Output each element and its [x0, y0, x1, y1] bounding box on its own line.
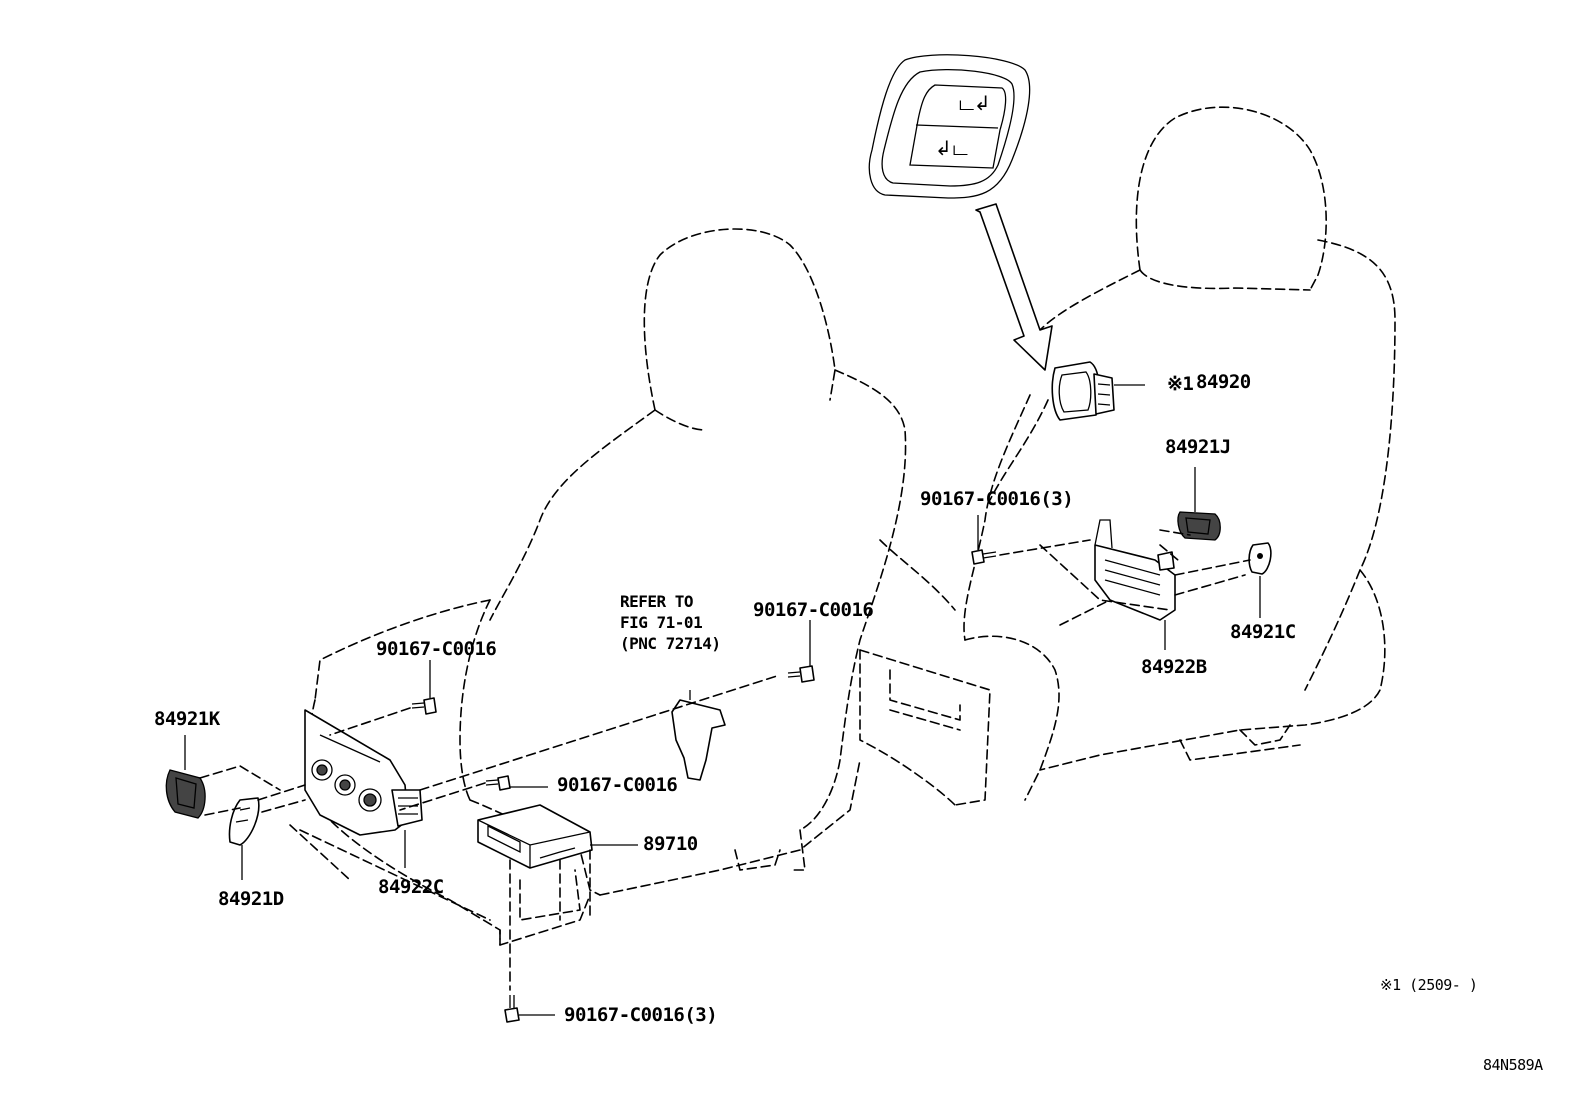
label-84921C: 84921C: [1230, 621, 1296, 643]
label-bolt-mid: 90167-C0016: [557, 774, 678, 796]
leader-lines: [184, 384, 1261, 1016]
label-bolt-left: 90167-C0016: [376, 638, 497, 660]
part-84921C-knob: [1248, 542, 1272, 575]
bolt-mid: [485, 775, 511, 791]
label-84920-mark: ※1: [1167, 373, 1194, 395]
label-bolt-center: 90167-C0016: [753, 599, 874, 621]
label-refer-1: REFER TO: [620, 592, 694, 611]
right-seat-outline: [859, 106, 1396, 806]
label-bolt-upper-right: 90167-C0016(3): [920, 488, 1074, 510]
bolt-center: [787, 665, 815, 683]
label-refer-2: FIG 71-01: [620, 613, 703, 632]
bolt-upper-right: [971, 549, 997, 565]
detail-arrow: [975, 203, 1053, 371]
label-84920: 84920: [1196, 371, 1251, 393]
label-bolt-bottom: 90167-C0016(3): [564, 1004, 718, 1026]
label-84922C: 84922C: [378, 876, 444, 898]
dash-84920: [989, 399, 1049, 501]
svg-text:ட↲: ட↲: [958, 91, 991, 115]
right-assembly-guides: [999, 529, 1251, 626]
part-84921J-knob: [1177, 511, 1221, 541]
left-assembly-guides: [199, 674, 781, 991]
label-84922B: 84922B: [1141, 656, 1207, 678]
refer-bracket: [671, 690, 726, 781]
part-84921D-knob: [228, 797, 260, 846]
diagram-id: 84N589A: [1483, 1056, 1543, 1074]
part-89710-module: [477, 804, 593, 869]
part-84922C-panel: [304, 709, 423, 836]
label-84921D: 84921D: [218, 888, 284, 910]
part-84921K-knob: [165, 769, 206, 819]
bolt-left: [411, 697, 437, 715]
label-89710: 89710: [643, 833, 698, 855]
bolt-bottom: [504, 995, 520, 1023]
svg-text:↲ட: ↲ட: [935, 136, 968, 160]
left-seat-outline: [309, 228, 907, 946]
part-84920-switch: [1051, 361, 1115, 421]
footnote: ※1 (2509- ): [1380, 976, 1478, 994]
part-84922B-bracket: [1094, 519, 1176, 621]
label-84921J: 84921J: [1165, 436, 1231, 458]
label-refer-3: (PNC 72714): [620, 634, 721, 653]
label-84921K: 84921K: [154, 708, 220, 730]
switch-detail-view: ட↲ ↲ட: [868, 54, 1031, 199]
